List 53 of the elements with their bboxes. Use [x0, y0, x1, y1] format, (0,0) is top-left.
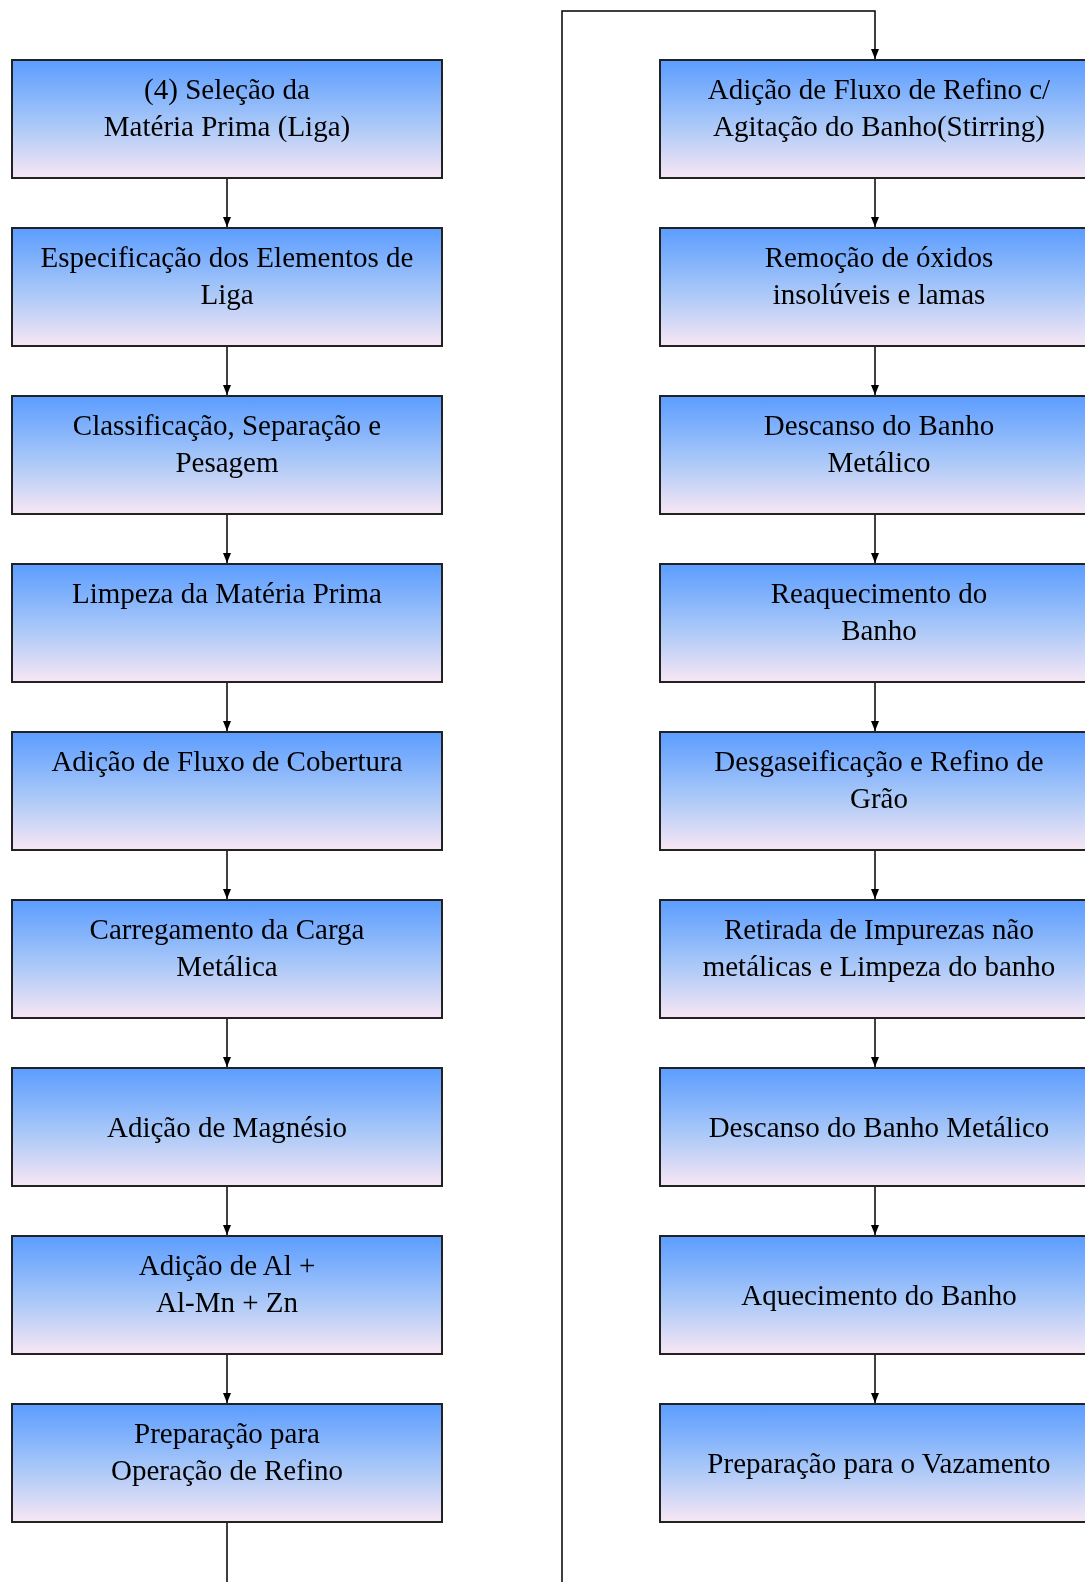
step-label: Carregamento da Carga Metálica [88, 912, 366, 984]
step-label: Preparação para o Vazamento [707, 1445, 1051, 1481]
process-box [11, 731, 443, 851]
arrow [223, 1018, 231, 1068]
step-label: Aquecimento do Banho [741, 1277, 1017, 1313]
arrow [226, 10, 879, 1582]
process-box [11, 59, 443, 179]
step-label: Descanso do Banho Metálico [708, 1109, 1050, 1145]
step-label: Adição de Al + Al-Mn + Zn [137, 1248, 317, 1320]
step-label: Adição de Fluxo de Refino c/ Agitação do Banho(Stirring) [706, 72, 1052, 144]
process-box [659, 395, 1085, 515]
process-box [11, 395, 443, 515]
arrow [871, 1354, 879, 1404]
process-box [659, 563, 1085, 683]
process-box [659, 227, 1085, 347]
step-label: Especificação dos Elementos de Liga [39, 240, 415, 312]
process-box [11, 1403, 443, 1523]
arrow [871, 1186, 879, 1236]
process-box [659, 899, 1085, 1019]
arrow [223, 178, 231, 228]
step-label: Reaquecimento do Banho [769, 576, 989, 648]
arrow [871, 1018, 879, 1068]
step-label: Preparação para Operação de Refino [110, 1416, 344, 1488]
arrow [871, 178, 879, 228]
arrow [223, 850, 231, 900]
process-box [659, 1235, 1085, 1355]
arrow [871, 346, 879, 396]
process-box [659, 1403, 1085, 1523]
process-box [659, 731, 1085, 851]
process-box [11, 1067, 443, 1187]
step-label: Descanso do Banho Metálico [762, 408, 996, 480]
arrow [871, 682, 879, 732]
process-box [11, 563, 443, 683]
arrow [223, 682, 231, 732]
process-box [659, 1067, 1085, 1187]
step-label: Limpeza da Matéria Prima [72, 576, 382, 611]
arrow [871, 514, 879, 564]
step-label: (4) Seleção da Matéria Prima (Liga) [102, 72, 352, 144]
process-box [11, 899, 443, 1019]
arrow [223, 1186, 231, 1236]
process-box [11, 1235, 443, 1355]
arrow [223, 346, 231, 396]
arrow [223, 1354, 231, 1404]
step-label: Classificação, Separação e Pesagem [71, 408, 383, 480]
arrow [223, 514, 231, 564]
process-box [659, 59, 1085, 179]
step-label: Adição de Magnésio [107, 1109, 347, 1145]
step-label: Desgaseificação e Refino de Grão [713, 744, 1045, 816]
process-box [11, 227, 443, 347]
step-label: Retirada de Impurezas não metálicas e Limpeza do banho [701, 912, 1057, 984]
step-label: Adição de Fluxo de Cobertura [51, 744, 403, 779]
step-label: Remoção de óxidos insolúveis e lamas [763, 240, 995, 312]
arrow [871, 850, 879, 900]
